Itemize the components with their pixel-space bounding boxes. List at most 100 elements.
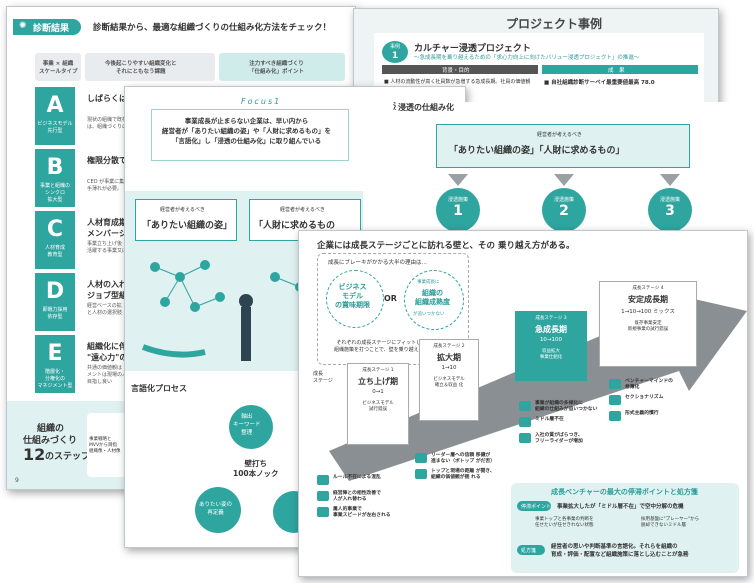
col-header-3: 注力すべき組織づくり 「仕組み化」ポイント xyxy=(219,53,345,81)
stage-name: 立ち上げ期 xyxy=(358,377,398,386)
type-sub: ビジネスモデル 先行型 xyxy=(37,121,73,134)
type-sub: 人材育成 教育型 xyxy=(44,245,65,258)
growth-title: 企業には成長ステージごとに訪れる壁と、その 乗り越え方がある。 xyxy=(317,241,575,251)
tab-background-label: 背景・目的 xyxy=(442,68,470,74)
row-title: 人材の入れ替 ジョブ型組織 xyxy=(87,280,135,300)
growth-stage-page: 企業には成長ステージごとに訪れる壁と、その 乗り越え方がある。 成長にブレーキが… xyxy=(298,230,748,577)
brake-box: 成長にブレーキがかかる大半の理由は… ビジネス モデル の賞味期限 OR 事業成… xyxy=(317,253,469,365)
talent-small: 経営者が考えるべき xyxy=(280,207,325,213)
type-letter: B xyxy=(46,155,64,180)
wall-item: 経営陣との相性改善で 人が入れ替わる xyxy=(333,491,381,502)
row-desc: 共通の価値観は メントは現場の人 目指し良い xyxy=(87,365,128,385)
stage-label: 成長ステージ 2 xyxy=(433,344,465,349)
background-text: ■ 人材の流動性が高く社員数が急増する急成長期。社員の価値観 xyxy=(384,79,531,85)
or-label: OR xyxy=(384,294,397,303)
row-desc: 事業立ち上げ後 活躍する事業又は xyxy=(87,241,128,254)
type-sub: 階層化・ 分権化の マネジメント型 xyxy=(37,369,73,389)
org-maturity-bottom: が追いつかない xyxy=(413,312,445,317)
steps-label-2: 仕組みづくり xyxy=(23,436,78,446)
type-letter: A xyxy=(46,93,64,118)
type-badge-a: A ビジネスモデル 先行型 xyxy=(35,87,75,145)
steps-count: 12 xyxy=(23,445,46,464)
measure-label: 浸透施策 xyxy=(447,197,468,203)
stall-tag: 停滞ポイント xyxy=(517,501,551,511)
org-vision-small: 経営者が考えるべき xyxy=(160,207,205,213)
stall-tag-label: 停滞ポイント xyxy=(521,504,552,510)
type-badge-e: E 階層化・ 分権化の マネジメント型 xyxy=(35,335,75,393)
row-desc: 現状の組織で既存事業 は、組織づくりの xyxy=(87,117,138,130)
case-subtitle: 〜急成長期を乗り越えるための「求心力向上に向けたバリュー浸透プロジェクト」の推進… xyxy=(414,55,640,61)
measure-label: 浸透施策 xyxy=(553,197,574,203)
business-model-label: ビジネス モデル の賞味期限 xyxy=(335,283,370,309)
stall-panel: 成長ベンチャーの最大の停滞ポイントと処方箋 停滞ポイント 事業拡大したが「ミドル… xyxy=(511,483,739,573)
big-concept-box: 経営者が考えるべき 「ありたい組織の姿」「人財に求めるもの」 xyxy=(436,124,690,168)
stage-axis-label: 成長 ステージ xyxy=(313,371,333,384)
stage-label: 成長ステージ 3 xyxy=(535,316,567,321)
row-title: 組織化に伴う "遠心力"のコ xyxy=(87,342,136,362)
page-title: 診断結果から、最適な組織づくりの仕組み化方法をチェック！ xyxy=(93,23,332,33)
type-letter: E xyxy=(47,341,63,366)
type-sub: 事業と組織の シンクロ 拡大型 xyxy=(39,183,70,203)
stage-range: 0→1 xyxy=(372,389,384,395)
case-badge-label: 事例 xyxy=(389,44,400,50)
case-page-title: プロジェクト事例 xyxy=(506,17,603,31)
type-badge-b: B 事業と組織の シンクロ 拡大型 xyxy=(35,149,75,207)
wall-item: 事業が組織の多様化に 組織の仕組みが追いつかない xyxy=(535,401,598,412)
rx-tag-label: 処方箋 xyxy=(521,548,537,554)
stall-right-text: 採用基盤に"プレーヤー"から 脱却できないミドル層 xyxy=(641,517,700,528)
rx-tag: 処方箋 xyxy=(517,545,545,555)
stage-name: 拡大期 xyxy=(437,353,461,362)
stage-name: 急成長期 xyxy=(535,325,567,334)
measure-number: 1 xyxy=(453,203,463,219)
col-header-1: 事業 × 組織 スケールタイプ xyxy=(35,53,81,81)
stage-name: 安定成長期 xyxy=(628,295,668,304)
big-concept-small: 経営者が考えるべき xyxy=(537,132,582,138)
brake-question: 成長にブレーキがかかる大半の理由は… xyxy=(328,260,428,266)
wall-item: ミドル層不在 xyxy=(535,417,564,422)
type-sub: 即戦力採用 依存型 xyxy=(42,307,68,320)
wall-lock-icon xyxy=(317,491,329,501)
brake-note: それぞれの成長ステージにフィットした 組織施策を打つことで、壁を乗り越える。 xyxy=(334,340,429,353)
header-tag-label: 診断結果 xyxy=(33,24,70,34)
org-maturity-top: 事業成長に xyxy=(417,280,440,285)
wall-lock-icon xyxy=(317,475,329,485)
center-label: 壁打ち 100本ノック xyxy=(233,459,279,478)
wall-item: 形式主義的慣行 xyxy=(625,411,659,416)
rx-text: 経営者の思いや判断基準の言語化。それらを組織の 育成・評価・配置など組織施策に落… xyxy=(551,544,689,558)
stage-1-card: 成長ステージ 1 立ち上げ期 0→1 ビジネスモデル 試行錯誤 xyxy=(347,363,409,445)
redefine-circle-label: ありたい姿の 再定義 xyxy=(199,502,233,516)
wall-item: ルール不在による混乱 xyxy=(333,475,381,480)
focus-label: Focus1 xyxy=(241,97,282,106)
wall-lock-icon xyxy=(519,433,531,443)
tab-background: 背景・目的 xyxy=(382,65,538,74)
tab-result: 成 果 xyxy=(542,65,698,74)
focus-lead-text: 事業成長が止まらない企業は、早い内から 経営者が「ありたい組織の姿」や「人財に求… xyxy=(162,117,331,145)
keyword-circle-label: 軸出 キーワード 整理 xyxy=(233,414,261,436)
wall-lock-icon xyxy=(317,507,329,517)
measure-label: 浸透施策 xyxy=(659,197,680,203)
measure-number: 2 xyxy=(559,203,569,219)
measure-arrow-icon xyxy=(660,174,680,186)
focus-lead-box: 事業成長が止まらない企業は、早い内から 経営者が「ありたい組織の姿」や「人財に求… xyxy=(151,109,349,161)
stage-desc: 既存事業安定 新規事業の試行錯誤 xyxy=(627,321,669,332)
redefine-circle: ありたい姿の 再定義 xyxy=(195,487,241,533)
wall-item: セクショナリズム xyxy=(625,395,664,400)
measure-arrow-icon xyxy=(448,174,468,186)
wall-lock-icon xyxy=(415,469,427,479)
page-number: 9 xyxy=(15,477,19,484)
stage-desc: 収益拡大 事業仕組化 xyxy=(539,349,563,360)
col-header-3-label: 注力すべき組織づくり 「仕組み化」ポイント xyxy=(249,61,305,75)
wall-lock-icon xyxy=(519,401,531,411)
wall-lock-icon xyxy=(519,417,531,427)
wall-lock-icon xyxy=(609,379,621,389)
stage-label: 成長ステージ 1 xyxy=(362,368,394,373)
stall-panel-title: 成長ベンチャーの最大の停滞ポイントと処方箋 xyxy=(551,488,698,496)
stage-desc: ビジネスモデル 試行錯誤 xyxy=(362,401,394,412)
stage-label: 成長ステージ 4 xyxy=(632,286,664,291)
talent-label: 「人財に求めるもの xyxy=(254,221,336,231)
language-process-title: 言語化プロセス xyxy=(131,384,187,393)
